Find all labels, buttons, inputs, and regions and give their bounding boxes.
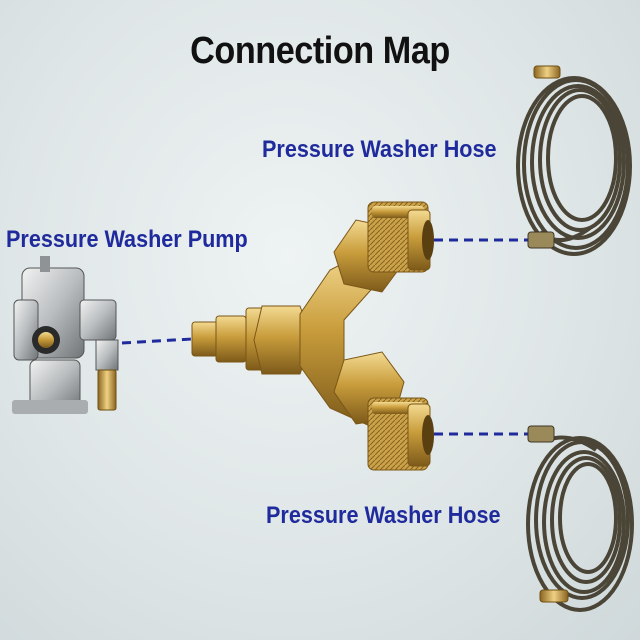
- top-hose-image: [516, 65, 632, 256]
- connection-lines: [121, 238, 528, 436]
- pump-connection-line: [121, 337, 193, 345]
- diagram-title: Connection Map: [190, 30, 450, 72]
- top-hose-label: Pressure Washer Hose: [262, 136, 497, 163]
- pump-label: Pressure Washer Pump: [6, 226, 248, 253]
- pressure-washer-pump-image: [12, 256, 119, 414]
- bottom-hose-image: [526, 425, 634, 612]
- y-splitter-image: [191, 201, 434, 471]
- bottom-hose-label: Pressure Washer Hose: [266, 502, 501, 529]
